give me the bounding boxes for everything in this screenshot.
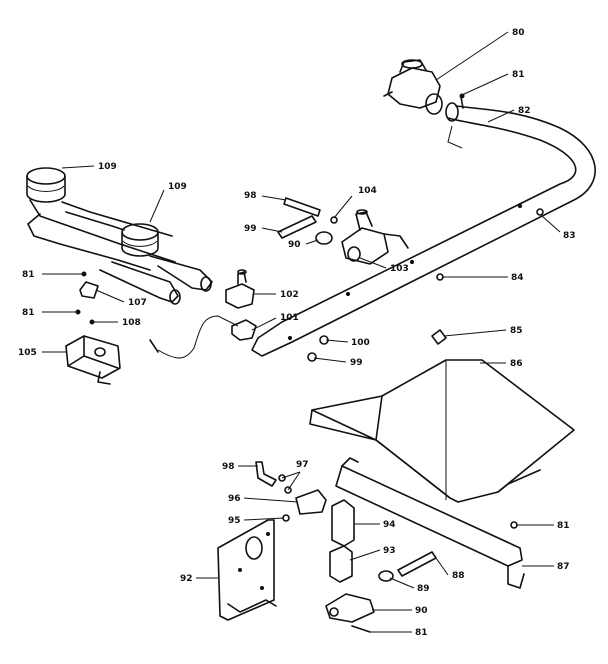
screw-81-bottom bbox=[351, 625, 371, 633]
callout-82: 82 bbox=[518, 106, 531, 116]
burner-right bbox=[65, 211, 213, 305]
callout-97: 97 bbox=[296, 460, 309, 470]
fitting-96 bbox=[295, 489, 327, 515]
callout-81: 81 bbox=[22, 270, 35, 280]
valve-101 bbox=[231, 319, 257, 341]
screw-83 bbox=[536, 208, 544, 216]
callout-95: 95 bbox=[228, 516, 241, 526]
mounting-plate-92 bbox=[217, 519, 277, 621]
callout-90: 90 bbox=[288, 240, 301, 250]
callout-101: 101 bbox=[280, 313, 299, 323]
callout-109: 109 bbox=[168, 182, 187, 192]
bracket-105 bbox=[65, 335, 121, 385]
elbow-98-bottom bbox=[255, 461, 277, 487]
callout-99: 99 bbox=[350, 358, 363, 368]
callout-89: 89 bbox=[417, 584, 430, 594]
callout-84: 84 bbox=[511, 273, 524, 283]
callout-98: 98 bbox=[222, 462, 235, 472]
bolt-97 bbox=[278, 474, 292, 494]
orifice-89-bottom bbox=[378, 570, 394, 582]
pressure-regulator bbox=[383, 59, 443, 115]
bracket-94 bbox=[331, 499, 355, 547]
thermocouple-line bbox=[149, 315, 239, 359]
callout-96: 96 bbox=[228, 494, 241, 504]
orifice-90-top bbox=[315, 231, 333, 245]
burner-shield-86 bbox=[309, 359, 575, 503]
leader-lines bbox=[42, 31, 561, 633]
callout-81: 81 bbox=[415, 628, 428, 638]
callout-102: 102 bbox=[280, 290, 299, 300]
callout-100: 100 bbox=[351, 338, 370, 348]
callout-94: 94 bbox=[383, 520, 396, 530]
callout-81: 81 bbox=[512, 70, 525, 80]
clip-85 bbox=[431, 329, 447, 345]
rod-88-bottom bbox=[397, 551, 437, 577]
manifold-pipe bbox=[251, 102, 596, 357]
callout-labels: 80 81 82 83 84 85 86 87 81 88 89 90 81 9… bbox=[18, 28, 576, 638]
callout-98: 98 bbox=[244, 191, 257, 201]
callout-80: 80 bbox=[512, 28, 525, 38]
rod-98-top bbox=[283, 197, 321, 217]
pin-99-top bbox=[277, 215, 317, 239]
valve-103 bbox=[341, 209, 409, 265]
valve-90-bottom bbox=[325, 593, 375, 623]
callout-92: 92 bbox=[180, 574, 193, 584]
screw-81-right bbox=[510, 521, 518, 529]
callout-105: 105 bbox=[18, 348, 37, 358]
callout-99: 99 bbox=[244, 224, 257, 234]
lower-rail-87 bbox=[335, 457, 525, 589]
callout-93: 93 bbox=[383, 546, 396, 556]
callout-81: 81 bbox=[557, 521, 570, 531]
callout-107: 107 bbox=[128, 298, 147, 308]
burner-left bbox=[26, 167, 176, 271]
callout-85: 85 bbox=[510, 326, 523, 336]
callout-88: 88 bbox=[452, 571, 465, 581]
valve-102 bbox=[225, 269, 255, 309]
nut-99-mid bbox=[307, 352, 317, 362]
clip-107 bbox=[79, 281, 99, 299]
callout-109: 109 bbox=[98, 162, 117, 172]
callout-104: 104 bbox=[358, 186, 377, 196]
screw-104 bbox=[330, 216, 338, 224]
callout-90: 90 bbox=[415, 606, 428, 616]
callout-108: 108 bbox=[122, 318, 141, 328]
callout-86: 86 bbox=[510, 359, 523, 369]
bracket-93 bbox=[329, 545, 353, 583]
callout-87: 87 bbox=[557, 562, 570, 572]
callout-103: 103 bbox=[390, 264, 409, 274]
callout-81: 81 bbox=[22, 308, 35, 318]
callout-83: 83 bbox=[563, 231, 576, 241]
